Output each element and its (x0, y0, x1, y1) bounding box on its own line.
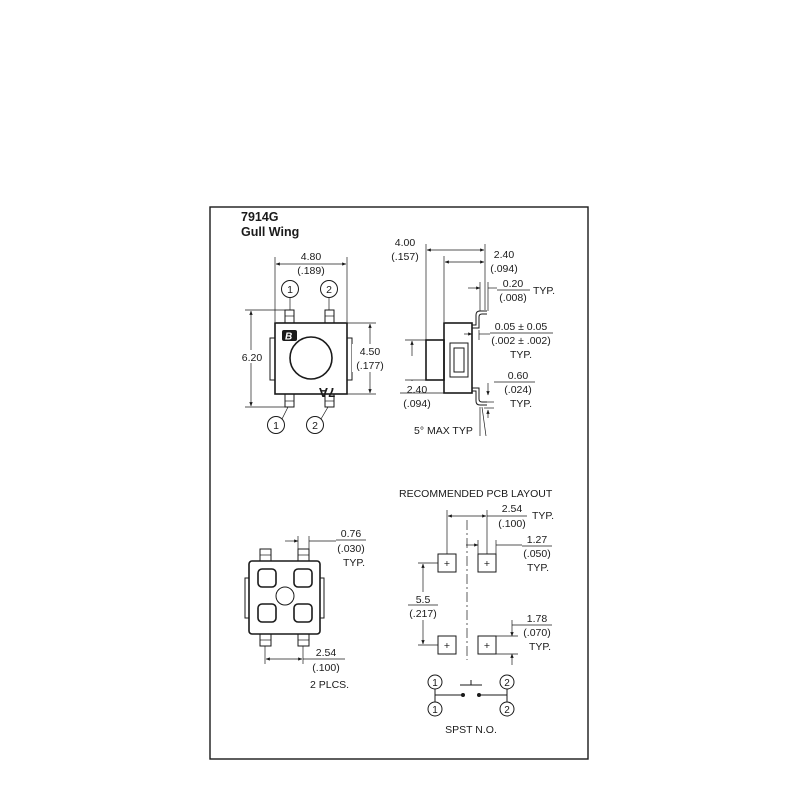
dim-width-mm: 4.80 (301, 251, 322, 263)
pcb-layout-heading: RECOMMENDED PCB LAYOUT (399, 488, 553, 500)
side-body (443, 322, 473, 394)
dim-pad-width-in: (.050) (523, 548, 550, 560)
dim-lead-angle: 5° MAX TYP (414, 425, 473, 437)
pin-2-label: 2 (312, 420, 318, 432)
marking-code: 7A (318, 385, 335, 400)
dim-body-in: (.177) (356, 360, 383, 372)
dim-row-spacing-in: (.217) (409, 608, 436, 620)
part-number: 7914G (241, 210, 279, 224)
pin-1-label-circle (267, 416, 285, 434)
dim-pitch-note: 2 PLCS. (310, 679, 349, 691)
pad-center-mark: + (444, 640, 450, 652)
dim-pad-height-mm: 1.78 (527, 613, 548, 625)
bottom-view: 0.76 (.030) TYP. 2.54 (.100) 2 PLCS. (244, 528, 366, 691)
pcb-layout: RECOMMENDED PCB LAYOUT + + + + 2.54 (.10… (399, 488, 554, 665)
pad-center-mark: + (484, 558, 490, 570)
drawing-frame (209, 206, 589, 760)
dim-body-depth-mm: 2.40 (494, 249, 515, 261)
dim-standoff-typ: TYP. (510, 349, 532, 361)
pin-1-label: 1 (273, 420, 279, 432)
dim-actuator-mm: 2.40 (407, 384, 428, 396)
dim-standoff-mm: 0.05 ± 0.05 (495, 321, 548, 333)
pad-center-mark: + (484, 640, 490, 652)
dim-pcb-pitch-in: (.100) (498, 518, 525, 530)
schematic-pin-1: 1 (432, 678, 438, 689)
dim-pcb-pitch-typ: TYP. (532, 510, 554, 522)
logo-icon (282, 330, 297, 341)
dim-lead-thk-mm: 0.20 (503, 278, 524, 290)
dim-pitch-mm: 2.54 (316, 647, 337, 659)
side-view: 4.00 (.157) 2.40 (.094) 0.20 (.008) TYP.… (391, 237, 555, 437)
logo-letter: B (285, 332, 292, 343)
dim-foot-typ: TYP. (510, 398, 532, 410)
pcb-pad (477, 635, 497, 655)
dim-width-in: (.189) (297, 265, 324, 277)
pin-2-label-circle (306, 416, 324, 434)
dim-lead-thk-typ: TYP. (533, 285, 555, 297)
dim-body-depth-in: (.094) (490, 263, 517, 275)
dim-actuator-in: (.094) (403, 398, 430, 410)
top-view: B 7A 1 2 1 2 4.80 (.189) 6.20 4.50 (240, 251, 390, 434)
dim-body-mm: 4.50 (360, 346, 381, 358)
spst-schematic: 1 1 2 2 SPST N.O. (427, 674, 515, 736)
dim-lead-width-typ: TYP. (343, 557, 365, 569)
dim-height-mm: 6.20 (242, 352, 263, 364)
dim-lead-thk-in: (.008) (499, 292, 526, 304)
pad-center-mark: + (444, 558, 450, 570)
gull-lead-top (472, 310, 487, 326)
dim-lead-width-in: (.030) (337, 543, 364, 555)
dim-foot-in: (.024) (504, 384, 531, 396)
dim-pad-height-in: (.070) (523, 627, 550, 639)
dim-row-spacing-mm: 5.5 (416, 594, 431, 606)
dim-lead-width-mm: 0.76 (341, 528, 362, 540)
pin-1-label: 1 (287, 284, 293, 296)
dim-pcb-pitch-mm: 2.54 (502, 503, 523, 515)
pin-2-label: 2 (326, 284, 332, 296)
dim-pad-width-mm: 1.27 (527, 534, 548, 546)
schematic-pin-2: 2 (504, 678, 510, 689)
dim-pad-height-typ: TYP. (529, 641, 551, 653)
dim-pad-width-typ: TYP. (527, 562, 549, 574)
dim-overall-mm: 4.00 (395, 237, 416, 249)
schematic-pin-1: 1 (432, 705, 438, 716)
gull-lead-bottom (472, 390, 487, 406)
dim-foot-mm: 0.60 (508, 370, 529, 382)
termination-style: Gull Wing (241, 225, 299, 239)
schematic-label: SPST N.O. (445, 724, 497, 736)
dim-pitch-in: (.100) (312, 662, 339, 674)
dim-standoff-in: (.002 ± .002) (491, 335, 550, 347)
actuator-circle (289, 336, 333, 380)
schematic-pin-2: 2 (504, 705, 510, 716)
dim-overall-in: (.157) (391, 251, 418, 263)
